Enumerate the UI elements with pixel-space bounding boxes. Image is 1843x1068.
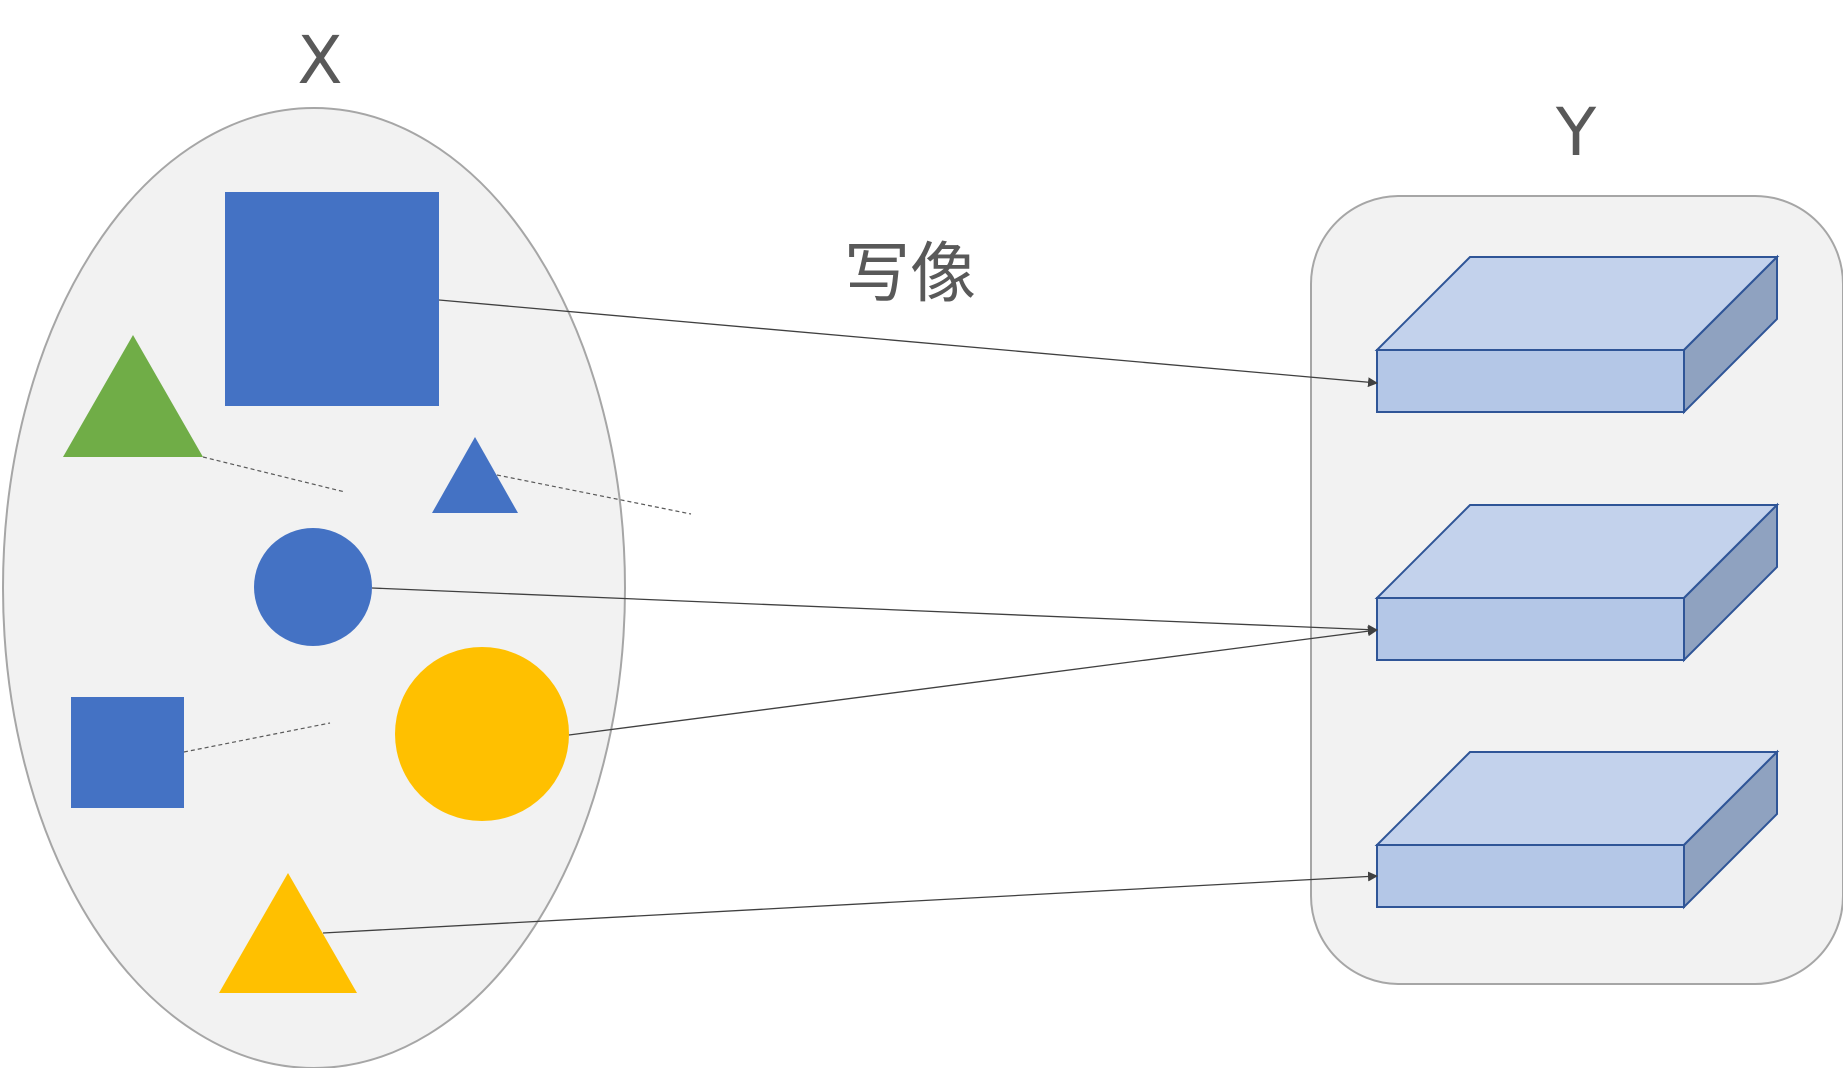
dashed-line-green-triangle — [202, 456, 346, 493]
arrow-yellow-triangle-to-box-3 — [322, 871, 1378, 934]
element-small-blue-triangle — [432, 437, 518, 513]
set-x-label: X — [297, 22, 342, 99]
dashed-line-small-blue-square — [183, 722, 331, 753]
box-2-front — [1376, 597, 1685, 661]
element-large-blue-square — [225, 192, 439, 406]
box-1-front — [1376, 349, 1685, 413]
element-yellow-circle — [395, 647, 569, 821]
element-small-blue-square — [71, 697, 184, 808]
codomain-box-3 — [1374, 749, 1780, 910]
codomain-box-2 — [1374, 502, 1780, 663]
box-3-front — [1376, 844, 1685, 908]
element-yellow-triangle — [219, 873, 357, 993]
codomain-box-1 — [1374, 254, 1780, 415]
set-y-label: Y — [1555, 94, 1597, 171]
element-blue-circle — [254, 528, 372, 646]
dashed-line-small-blue-triangle — [496, 474, 692, 515]
arrow-large-square-to-box-1 — [438, 299, 1378, 388]
mapping-label: 写像 — [844, 235, 976, 312]
arrow-blue-circle-to-box-2 — [371, 587, 1378, 635]
element-green-triangle — [63, 335, 203, 457]
arrow-yellow-circle-to-box-2 — [568, 626, 1378, 736]
